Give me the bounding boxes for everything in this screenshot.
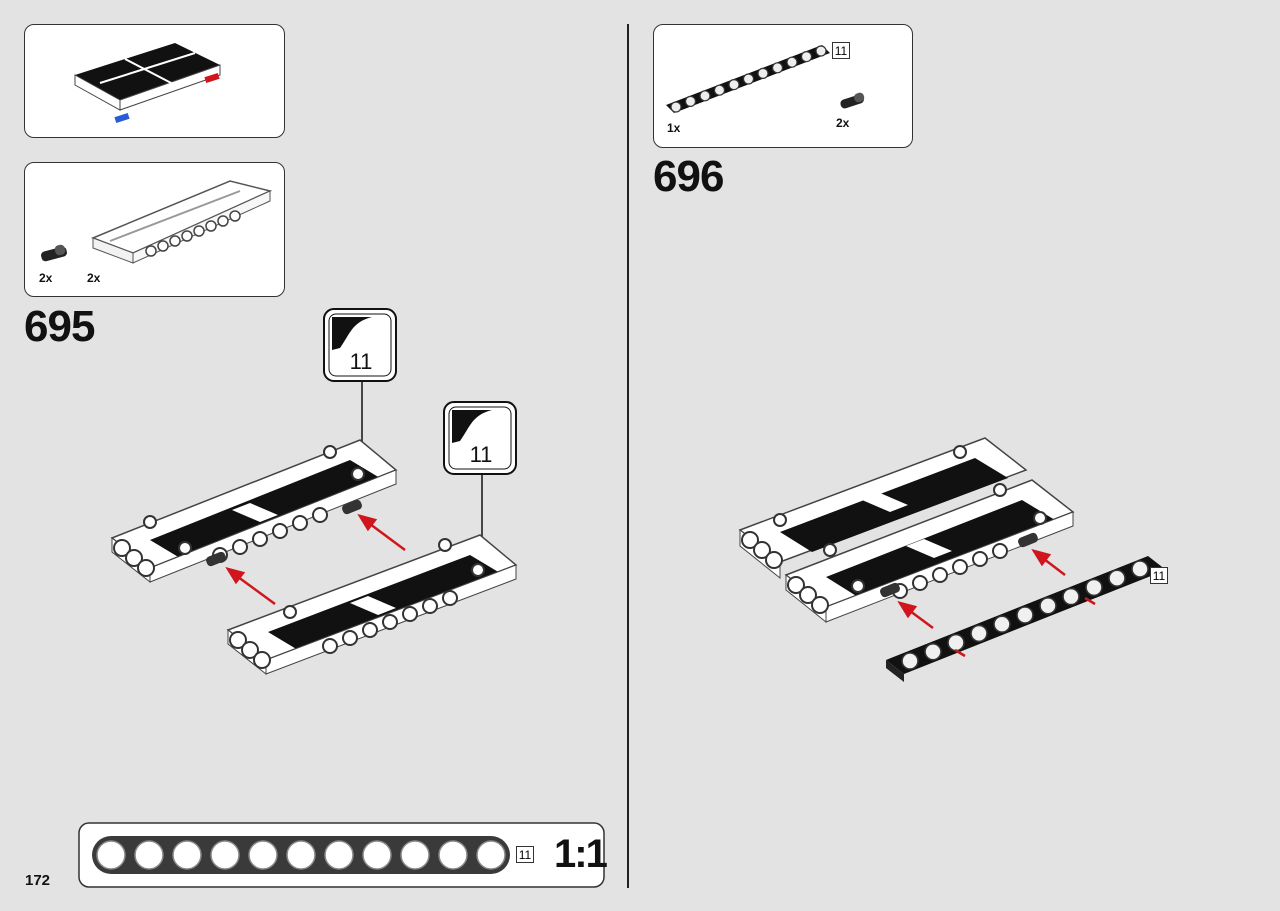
ruler-beam-holes [96, 840, 506, 870]
step-number-695: 695 [24, 302, 95, 351]
beam-hole [1016, 606, 1034, 624]
beam-length-label: 11 [832, 42, 850, 59]
ruler-hole [324, 840, 354, 870]
beam-arrows [897, 548, 1096, 658]
beam-hole [699, 90, 711, 102]
callout-submodel-a [323, 308, 397, 446]
beam-hole [771, 62, 784, 74]
beam-hole [1085, 578, 1103, 597]
ruler-hole [286, 840, 316, 870]
ruler-panel [78, 822, 605, 888]
ruler-hole [400, 840, 430, 870]
step-695-illustration: 11 11 [78, 308, 605, 888]
ruler-hole [134, 840, 164, 870]
parts-panel-695-image [41, 180, 273, 264]
submodel-preview-panel [24, 24, 285, 138]
beam-hole [970, 624, 988, 643]
beam-11 [886, 556, 1166, 682]
quantity-label-pin: 2x [39, 271, 53, 285]
callout-submodel-b [443, 401, 517, 540]
ruler-hole [172, 840, 202, 870]
beam-hole [1062, 587, 1080, 606]
submodel-preview-image [74, 43, 221, 124]
parts-panel-695: 2x 2x [24, 162, 285, 297]
beam-hole [1039, 596, 1057, 615]
callout-b-count: 11 [470, 442, 493, 467]
subassembly-bottom [226, 534, 518, 676]
step-number-696: 696 [653, 152, 724, 201]
page-number: 172 [25, 872, 51, 889]
beam-11-part-icon [666, 45, 830, 113]
beam-hole [924, 642, 942, 661]
ruler-hole [248, 840, 278, 870]
assembly-arrows [225, 513, 406, 606]
connector-pin-icon [840, 92, 865, 109]
beam-hole [993, 615, 1011, 634]
beam-hole [800, 51, 813, 63]
beam-hole [947, 633, 965, 652]
quantity-label-pin: 2x [836, 116, 850, 130]
ruler-length-label: 11 [516, 846, 534, 863]
white-panel-part-icon [90, 180, 273, 264]
ruler-hole [438, 840, 468, 870]
parts-panel-696: 11 1x 2x [653, 24, 913, 148]
page-divider [627, 24, 629, 888]
beam-hole [815, 45, 827, 57]
beam-hole [901, 652, 919, 670]
beam-hole [1108, 569, 1126, 588]
beam-hole [670, 101, 682, 113]
beam-hole [786, 56, 798, 68]
beam-hole [713, 84, 726, 96]
quantity-label-beam: 1x [667, 121, 681, 135]
subassembly-top [110, 439, 398, 584]
connector-pin-icon [41, 244, 67, 262]
callout-a-count: 11 [350, 349, 373, 374]
ruler-hole [210, 840, 240, 870]
quantity-label-panel: 2x [87, 271, 101, 285]
beam-hole [728, 78, 740, 91]
ruler-hole [476, 840, 506, 870]
beam-hole [1131, 560, 1149, 578]
ruler-hole [362, 840, 392, 870]
beam-hole [742, 73, 755, 85]
joined-subassemblies [738, 437, 1075, 624]
beam-label: 11 [1150, 567, 1168, 584]
scale-label: 1:1 [554, 832, 608, 876]
beam-hole [757, 67, 769, 80]
ruler-hole [96, 840, 126, 870]
beam-hole [684, 95, 697, 108]
parts-panel-696-image [666, 45, 865, 113]
